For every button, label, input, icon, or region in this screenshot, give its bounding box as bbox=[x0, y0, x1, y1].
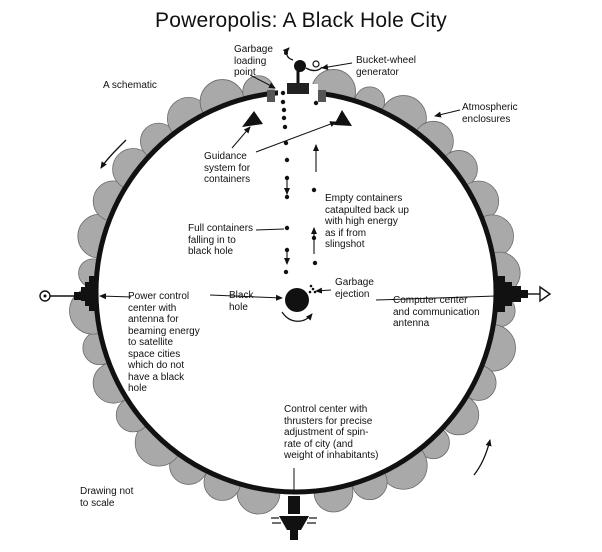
label-empty-containers: Empty containers catapulted back up with… bbox=[325, 193, 409, 250]
power-control-tower bbox=[39, 276, 95, 311]
label-guidance-system: Guidance system for containers bbox=[204, 151, 251, 185]
label-schematic: A schematic bbox=[103, 80, 157, 91]
bucket-wheel-generator bbox=[294, 60, 306, 72]
label-bucket-wheel-generator: Bucket-wheel generator bbox=[356, 55, 417, 78]
garbage-loading-platform bbox=[287, 83, 309, 94]
rotation-arrow-left bbox=[100, 139, 127, 169]
gap-edge-right bbox=[318, 90, 326, 102]
computer-center-tower bbox=[497, 276, 552, 312]
empty-container-at-wheel bbox=[312, 60, 320, 68]
gap-edge-left bbox=[267, 90, 275, 102]
label-power-control-center: Power control center with antenna for be… bbox=[128, 291, 200, 394]
black-hole bbox=[285, 288, 309, 312]
label-garbage-loading-point: Garbage loading point bbox=[234, 44, 273, 78]
guidance-system-left bbox=[242, 111, 263, 127]
thruster-control-center bbox=[271, 496, 317, 540]
label-garbage-ejection: Garbage ejection bbox=[335, 277, 374, 300]
orbit-arrow bbox=[281, 311, 313, 322]
label-black-hole: Black hole bbox=[229, 290, 254, 313]
diagram-title: Poweropolis: A Black Hole City bbox=[155, 9, 447, 32]
label-drawing-not-to-scale: Drawing not to scale bbox=[80, 486, 134, 509]
leader-lines bbox=[99, 62, 497, 494]
label-full-containers: Full containers falling in to black hole bbox=[188, 223, 254, 257]
label-computer-center: Computer center and communication antenn… bbox=[393, 295, 480, 329]
label-atmospheric-enclosures: Atmospheric enclosures bbox=[462, 102, 518, 125]
guidance-system-right bbox=[334, 110, 352, 126]
label-control-center-thrusters: Control center with thrusters for precis… bbox=[284, 404, 379, 461]
container-at-wheel bbox=[284, 51, 288, 55]
rotation-arrow-right bbox=[473, 439, 492, 476]
wheel-spin-arrow-right bbox=[305, 66, 323, 72]
empty-containers-path bbox=[311, 100, 319, 266]
full-containers-path bbox=[280, 90, 290, 275]
